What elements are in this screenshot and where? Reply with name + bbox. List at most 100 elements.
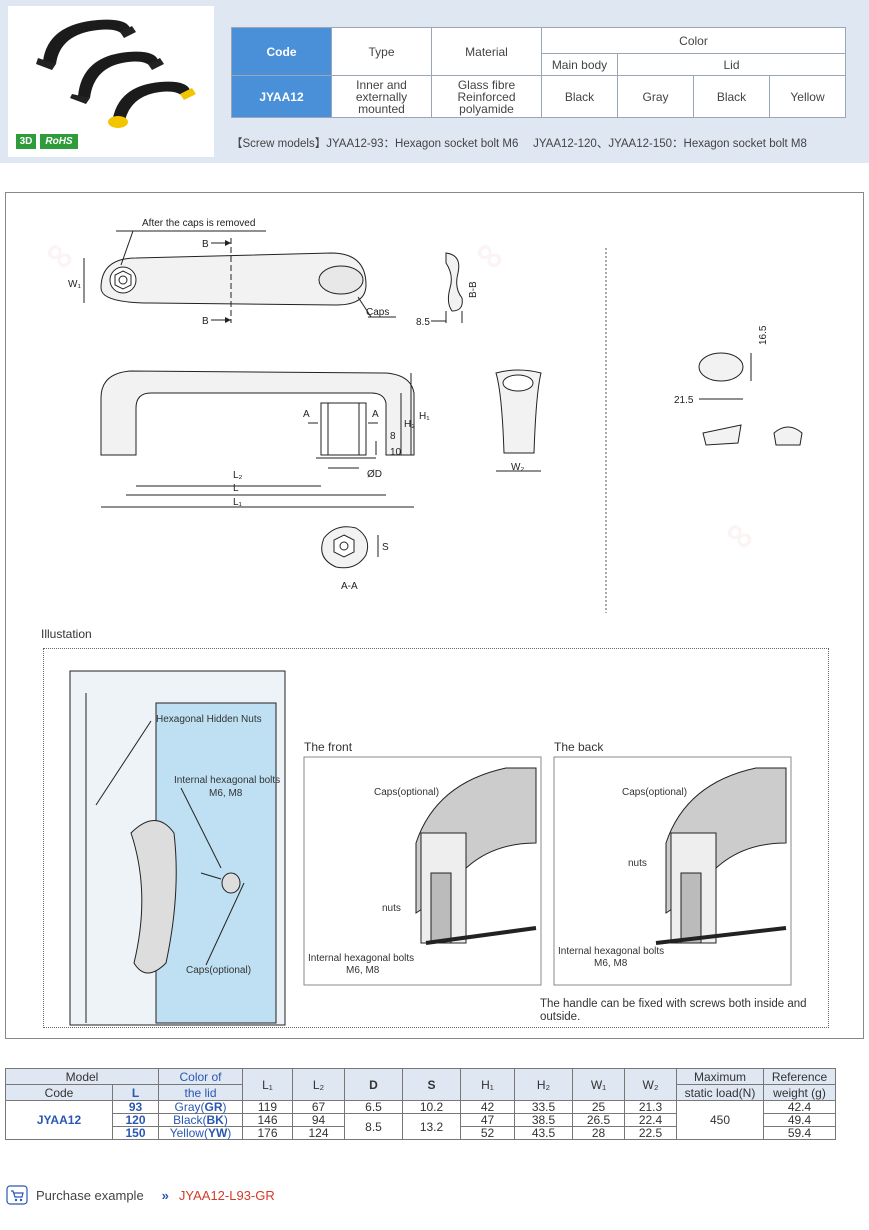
front-caps-optional-label: Caps(optional) (374, 787, 440, 798)
spec-code-value: JYAA12 (231, 75, 332, 118)
cap-views (698, 352, 803, 446)
section-b-top-label: B (202, 239, 209, 250)
drawing-canvas: After the caps is removed B B W₁ Caps B-… (68, 218, 803, 1026)
bb-section (431, 252, 463, 323)
section-a-right-label: A (372, 409, 379, 420)
spec-lid-yellow: Yellow (769, 75, 846, 118)
handle-photo-image (36, 19, 196, 128)
l-cell: 120 (112, 1113, 159, 1127)
purchase-example: Purchase example » JYAA12-L93-GR (6, 1185, 275, 1205)
spec-code-header: Code (231, 27, 332, 76)
front-title: The front (304, 740, 353, 754)
h2-cell: 38.5 (514, 1113, 573, 1127)
front-bolts-label: Internal hexagonal bolts (308, 953, 415, 964)
lid-color-cell: Black(BK) (158, 1113, 243, 1127)
d-cell: 8.5 (344, 1113, 403, 1140)
spec-table: Code Type Material Color Main body Lid J… (231, 27, 846, 118)
bolt-sizes-label: M6, M8 (209, 788, 243, 799)
bb-label: B-B (468, 281, 479, 298)
l1-cell: 119 (242, 1100, 293, 1114)
h2-cell: 43.5 (514, 1126, 573, 1140)
max-load-header-2: static load(N) (676, 1084, 764, 1101)
ref-weight-header-2: weight (g) (763, 1084, 836, 1101)
badge-rohs: RoHS (40, 134, 78, 149)
technical-drawing: After the caps is removed B B W₁ Caps B-… (5, 192, 864, 1039)
spec-lid-header: Lid (617, 53, 846, 76)
l-label: L (233, 483, 239, 494)
model-header: Model (5, 1068, 159, 1085)
d-cell: 6.5 (344, 1100, 403, 1114)
dim-8-label: 8 (390, 431, 396, 442)
front-view (100, 370, 415, 508)
s-cell: 10.2 (402, 1100, 461, 1114)
door-illustration (69, 670, 286, 1026)
purchase-example-code[interactable]: JYAA12-L93-GR (178, 1187, 275, 1203)
w2-cell: 22.5 (624, 1126, 677, 1140)
w2-header: W₂ (624, 1068, 677, 1101)
w2-label: W₂ (511, 462, 524, 473)
spec-color-header: Color (541, 27, 846, 54)
code-header: Code (5, 1084, 113, 1101)
weight-cell: 42.4 (763, 1100, 836, 1114)
l2-cell: 124 (292, 1126, 345, 1140)
dim-16-5-label: 16.5 (758, 325, 769, 345)
front-bolt-sizes-label: M6, M8 (346, 965, 380, 976)
illustration-title: Illustation (41, 627, 92, 641)
side-view (495, 369, 542, 472)
section-b-bottom-label: B (202, 316, 209, 327)
lid-color-header-2: the lid (158, 1084, 243, 1101)
cart-icon (6, 1185, 28, 1205)
front-nuts-label: nuts (382, 903, 401, 914)
od-label: ØD (367, 469, 382, 480)
lid-color-cell: Gray(GR) (158, 1100, 243, 1114)
back-caps-optional-label: Caps(optional) (622, 787, 688, 798)
l2-cell: 94 (292, 1113, 345, 1127)
aa-section (321, 526, 379, 569)
l2-cell: 67 (292, 1100, 345, 1114)
d-header: D (344, 1068, 403, 1101)
spec-main-body-header: Main body (541, 53, 618, 76)
caps-label: Caps (366, 307, 389, 318)
fixing-note: The handle can be fixed with screws both… (540, 998, 807, 1023)
h1-label: H₁ (419, 411, 430, 422)
screw-models-note: 【Screw models】JYAA12-93：Hexagon socket b… (231, 138, 807, 150)
l2-header: L₂ (292, 1068, 345, 1101)
ref-weight-header-1: Reference (763, 1068, 836, 1085)
l2-label: L₂ (233, 470, 243, 481)
w1-header: W₁ (572, 1068, 625, 1101)
max-load-cell: 450 (676, 1100, 764, 1140)
back-bolts-label: Internal hexagonal bolts (558, 946, 665, 957)
h2-label: H₂ (404, 419, 415, 430)
dim-10-label: 10 (390, 447, 402, 458)
max-load-header-1: Maximum (676, 1068, 764, 1085)
product-photo (8, 6, 214, 157)
double-chevron-icon: » (161, 1187, 169, 1203)
caps-optional-door-label: Caps(optional) (186, 965, 252, 976)
dimension-table: Model Color of L₁ L₂ D S H₁ H₂ W₁ W₂ Max… (5, 1068, 836, 1140)
l-cell: 93 (112, 1100, 159, 1114)
dim-21-5-label: 21.5 (674, 395, 694, 406)
h1-header: H₁ (460, 1068, 515, 1101)
spec-type-value: Inner and externally mounted (331, 75, 432, 118)
code-cell: JYAA12 (5, 1100, 113, 1140)
h1-cell: 52 (460, 1126, 515, 1140)
dim-8-5-label: 8.5 (416, 317, 430, 328)
back-nuts-label: nuts (628, 858, 647, 869)
aa-label: A-A (341, 581, 358, 592)
w1-cell: 25 (572, 1100, 625, 1114)
s-cell: 13.2 (402, 1113, 461, 1140)
s-header: S (402, 1068, 461, 1101)
internal-bolts-label: Internal hexagonal bolts (174, 775, 281, 786)
lid-color-cell: Yellow(YW) (158, 1126, 243, 1140)
l1-cell: 176 (242, 1126, 293, 1140)
badge-3d: 3D (16, 134, 36, 149)
spec-lid-gray: Gray (617, 75, 694, 118)
spec-lid-black: Black (693, 75, 770, 118)
purchase-label: Purchase example (36, 1187, 144, 1203)
top-view (83, 230, 396, 323)
weight-cell: 59.4 (763, 1126, 836, 1140)
illustration-box (43, 648, 829, 1028)
front-cutaway (415, 767, 537, 945)
w2-cell: 22.4 (624, 1113, 677, 1127)
lid-color-header-1: Color of (158, 1068, 243, 1085)
